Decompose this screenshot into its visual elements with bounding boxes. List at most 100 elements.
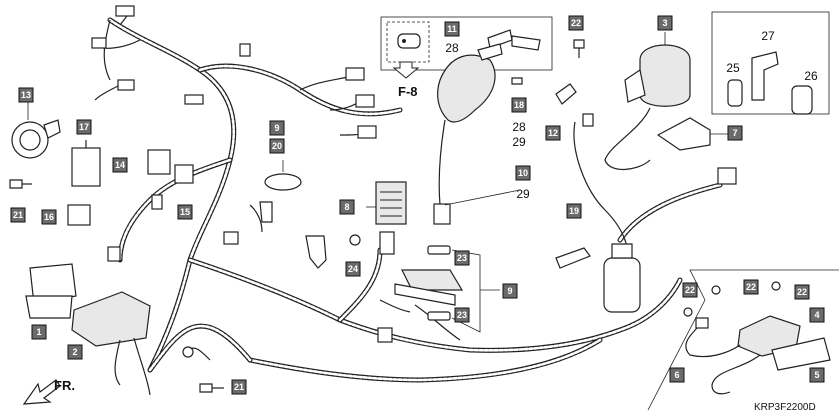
callout-1: 1 bbox=[31, 324, 47, 340]
svg-text:7: 7 bbox=[732, 128, 737, 138]
callout-15: 15 bbox=[177, 204, 193, 220]
diagram-code: KRP3F2200D bbox=[754, 402, 816, 413]
connector bbox=[107, 246, 121, 262]
cylinder-component bbox=[555, 113, 737, 313]
unit-1 bbox=[29, 263, 77, 305]
fuse-holder bbox=[394, 245, 500, 333]
reference-label: F-8 bbox=[398, 84, 418, 99]
svg-text:20: 20 bbox=[272, 141, 282, 151]
svg-text:24: 24 bbox=[348, 264, 358, 274]
bolt-icon bbox=[199, 383, 213, 393]
svg-text:23: 23 bbox=[457, 310, 467, 320]
key-icon bbox=[511, 35, 541, 51]
callout-19: 19 bbox=[566, 203, 582, 219]
nut-icon bbox=[349, 234, 361, 246]
connector bbox=[115, 5, 135, 17]
ignition-switch bbox=[437, 54, 496, 123]
key-cylinder-icon bbox=[397, 33, 421, 49]
callout-23-bottom: 23 bbox=[454, 307, 470, 323]
mounting-bracket bbox=[259, 201, 273, 223]
plug-cap-27 bbox=[751, 51, 779, 101]
unit-2 bbox=[71, 291, 151, 347]
plug-cap-7 bbox=[656, 117, 711, 151]
connector bbox=[184, 94, 204, 105]
svg-text:2: 2 bbox=[72, 347, 77, 357]
callout-18: 18 bbox=[511, 97, 527, 113]
relay-16 bbox=[67, 204, 91, 226]
svg-text:8: 8 bbox=[344, 202, 349, 212]
main-wire-harness bbox=[107, 17, 723, 383]
label-27: 27 bbox=[761, 29, 775, 43]
svg-text:22: 22 bbox=[685, 285, 695, 295]
callout-22-b: 22 bbox=[743, 279, 759, 295]
connector bbox=[717, 167, 737, 185]
callout-21-bottom: 21 bbox=[231, 379, 247, 395]
callout-22-a: 22 bbox=[682, 282, 698, 298]
callout-20: 20 bbox=[269, 138, 285, 154]
svg-text:14: 14 bbox=[115, 160, 125, 170]
svg-text:1: 1 bbox=[36, 327, 41, 337]
cable-tie bbox=[555, 247, 591, 269]
fuse bbox=[427, 245, 451, 255]
relay-14 bbox=[147, 149, 171, 175]
relay-17 bbox=[71, 147, 101, 187]
label-26: 26 bbox=[804, 69, 818, 83]
ignition-connector bbox=[433, 203, 451, 225]
connector bbox=[355, 94, 375, 108]
bolt-icon bbox=[711, 285, 721, 295]
callout-11: 11 bbox=[444, 21, 460, 37]
label-28-top: 28 bbox=[445, 41, 459, 55]
ignition-switch-assembly bbox=[380, 16, 553, 225]
svg-text:17: 17 bbox=[79, 122, 89, 132]
fasteners bbox=[9, 39, 781, 393]
bolt-icon bbox=[683, 307, 693, 317]
fuse bbox=[427, 311, 451, 321]
svg-text:9: 9 bbox=[274, 123, 279, 133]
svg-text:21: 21 bbox=[234, 382, 244, 392]
svg-text:9: 9 bbox=[507, 286, 512, 296]
control-units bbox=[25, 263, 151, 396]
callout-4: 4 bbox=[809, 307, 825, 323]
svg-text:22: 22 bbox=[746, 282, 756, 292]
svg-text:12: 12 bbox=[548, 128, 558, 138]
plug-cap-25 bbox=[727, 79, 743, 107]
plug-cap-26 bbox=[791, 85, 813, 115]
callout-10: 10 bbox=[515, 165, 531, 181]
key-blank bbox=[555, 83, 577, 105]
connector bbox=[151, 194, 163, 210]
front-label: FR. bbox=[54, 378, 75, 393]
callout-2: 2 bbox=[67, 344, 83, 360]
front-direction-arrow: FR. bbox=[22, 378, 75, 405]
screw-icon bbox=[511, 77, 523, 85]
bolt-icon bbox=[573, 39, 585, 49]
relays bbox=[67, 140, 194, 226]
callout-22-top: 22 bbox=[568, 15, 584, 31]
svg-text:22: 22 bbox=[571, 18, 581, 28]
svg-text:13: 13 bbox=[21, 90, 31, 100]
svg-text:15: 15 bbox=[180, 207, 190, 217]
callout-5: 5 bbox=[809, 367, 825, 383]
callout-17: 17 bbox=[76, 119, 92, 135]
svg-text:4: 4 bbox=[814, 310, 819, 320]
svg-text:16: 16 bbox=[44, 212, 54, 222]
connector bbox=[117, 79, 135, 91]
svg-text:21: 21 bbox=[13, 210, 23, 220]
connector bbox=[357, 125, 377, 139]
svg-text:22: 22 bbox=[797, 287, 807, 297]
callout-23-top: 23 bbox=[454, 250, 470, 266]
bolt-icon bbox=[9, 179, 23, 189]
callout-3: 3 bbox=[657, 15, 673, 31]
svg-text:11: 11 bbox=[447, 24, 457, 34]
callout-16: 16 bbox=[41, 209, 57, 225]
svg-text:19: 19 bbox=[569, 206, 579, 216]
spark-plug-caps bbox=[656, 51, 813, 151]
key bbox=[477, 43, 503, 61]
svg-text:5: 5 bbox=[814, 370, 819, 380]
starter-switch-assembly bbox=[647, 269, 839, 411]
callout-12: 12 bbox=[545, 125, 561, 141]
svg-text:6: 6 bbox=[674, 370, 679, 380]
connector bbox=[377, 327, 393, 343]
mounting-bracket bbox=[305, 235, 327, 269]
